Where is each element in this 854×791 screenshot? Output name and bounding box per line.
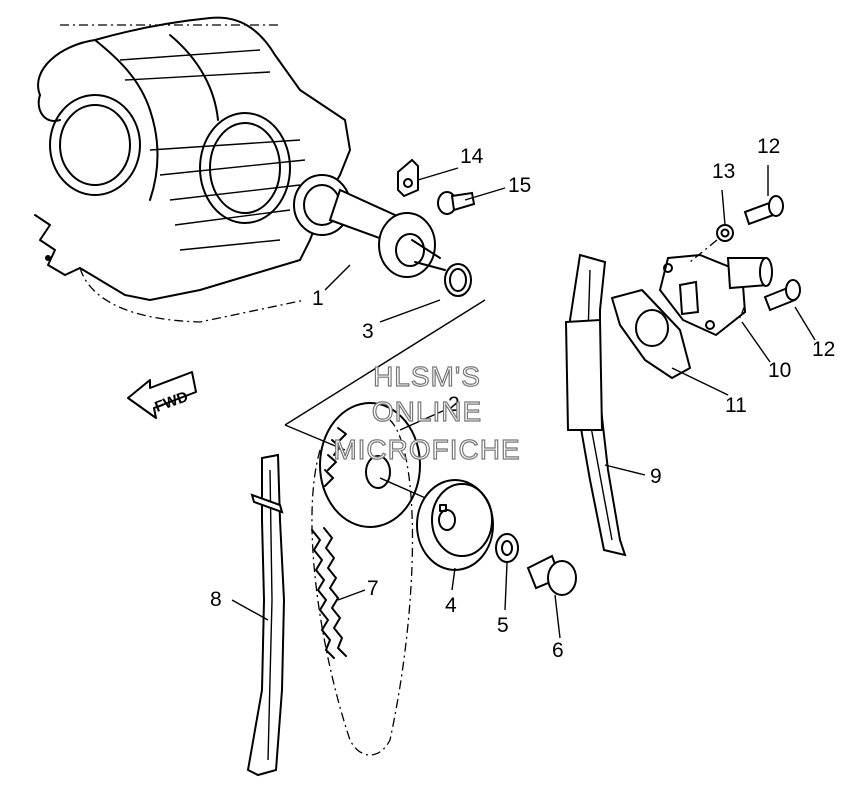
washer [495,533,519,563]
callout-11: 11 [725,394,747,417]
callout-7: 7 [367,577,379,600]
callouts: 1 2 3 4 5 6 7 8 9 10 11 12 12 13 14 15 [210,135,835,662]
timing-chain [311,419,414,756]
callout-10: 10 [768,359,791,382]
callout-4: 4 [445,594,457,617]
chain-guide-rear [246,453,286,777]
watermark-line-3: MICROFICHE [333,434,520,465]
callout-6: 6 [552,639,564,662]
circlip [444,263,472,297]
cylinder-head [34,16,351,323]
callout-12-lower: 12 [812,338,835,361]
watermark: HLSM'S ONLINE MICROFICHE [333,360,521,465]
callout-5: 5 [497,614,509,637]
callout-12-upper: 12 [757,135,780,158]
chain-guide-front [564,253,627,557]
tensioner-bolt-upper [743,195,784,226]
callout-9: 9 [650,465,662,488]
bolt-15 [437,191,476,215]
cam-sprocket [319,402,421,528]
callout-8: 8 [210,588,222,611]
watermark-line-1: HLSM'S [373,361,481,392]
camshaft [293,174,446,278]
chain-tensioner [658,253,773,337]
cam-pulley [416,479,494,571]
callout-2: 2 [448,393,460,416]
sprocket-bolt [526,554,577,596]
callout-1: 1 [312,287,324,310]
callout-3: 3 [362,320,374,343]
tensioner-washer [716,224,734,242]
forward-arrow: FWD [127,371,197,419]
callout-14: 14 [460,145,484,168]
callout-13: 13 [712,160,735,183]
tensioner-bolt-lower [763,279,801,312]
leader-lines [231,165,816,639]
watermark-line-2: ONLINE [372,396,482,427]
callout-15: 15 [508,174,531,197]
bracket [397,158,419,198]
forward-arrow-label: FWD [153,388,191,416]
